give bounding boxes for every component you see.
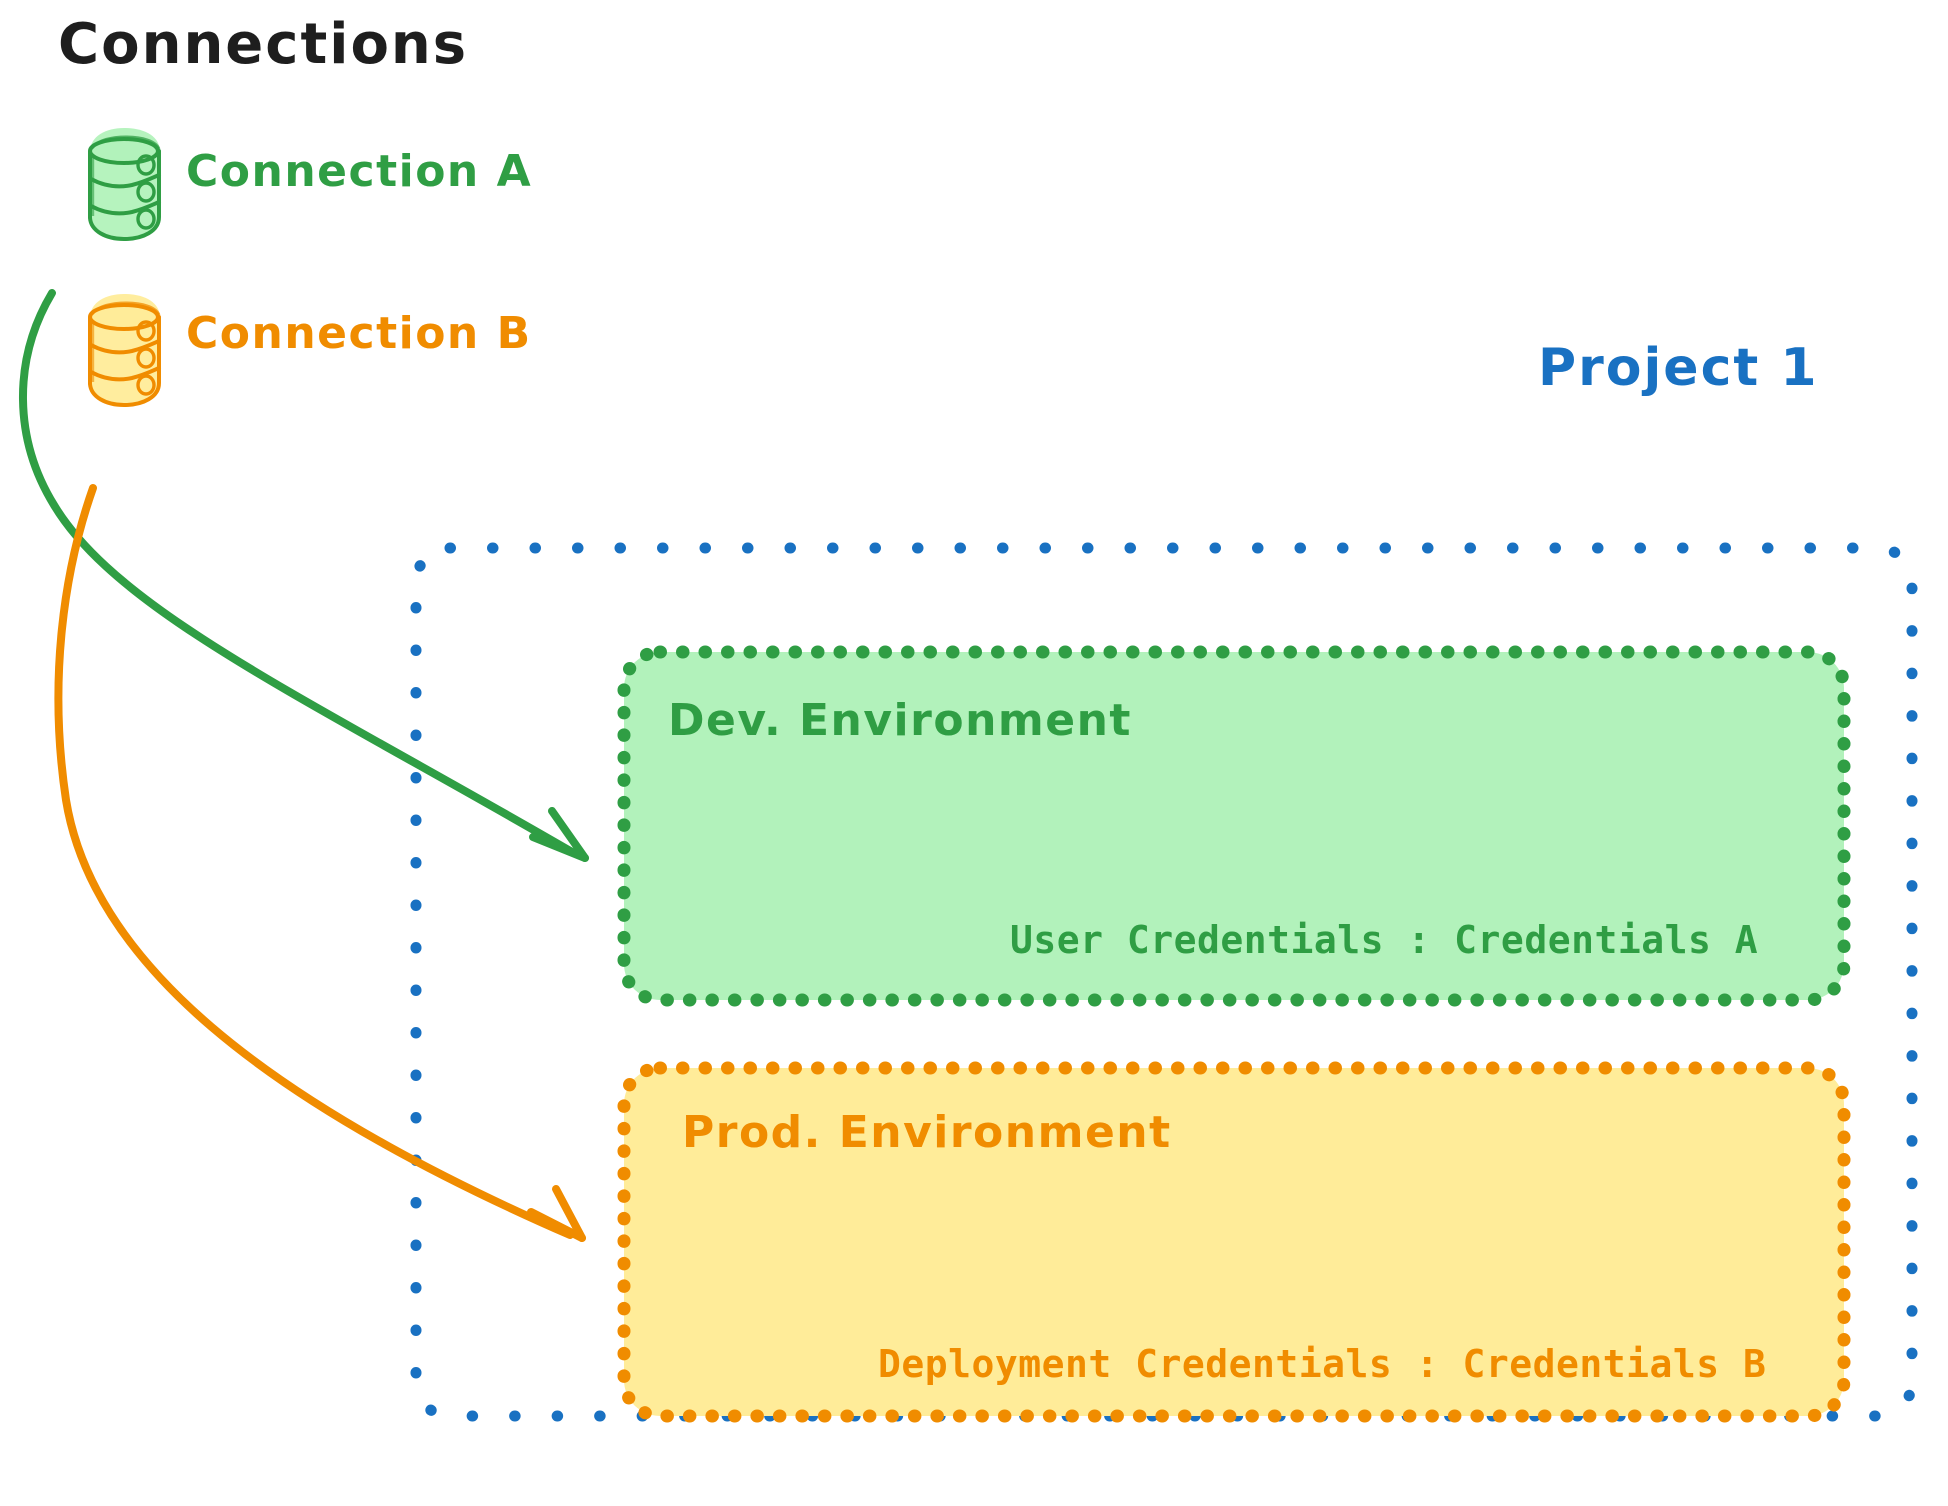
- dev-environment-credentials: User Credentials : Credentials A: [1010, 918, 1759, 962]
- connection-b-label[interactable]: Connection B: [186, 308, 532, 359]
- prod-environment-credentials: Deployment Credentials : Credentials B: [878, 1342, 1767, 1386]
- connection-a-label[interactable]: Connection A: [186, 146, 533, 197]
- project-1-title: Project 1: [1538, 338, 1819, 398]
- connection-a-icon-hit[interactable]: [70, 112, 178, 234]
- connection-b-icon-hit[interactable]: [70, 278, 178, 400]
- dev-environment-title: Dev. Environment: [668, 695, 1132, 746]
- connections-title: Connections: [58, 12, 469, 77]
- prod-environment-title: Prod. Environment: [682, 1107, 1172, 1158]
